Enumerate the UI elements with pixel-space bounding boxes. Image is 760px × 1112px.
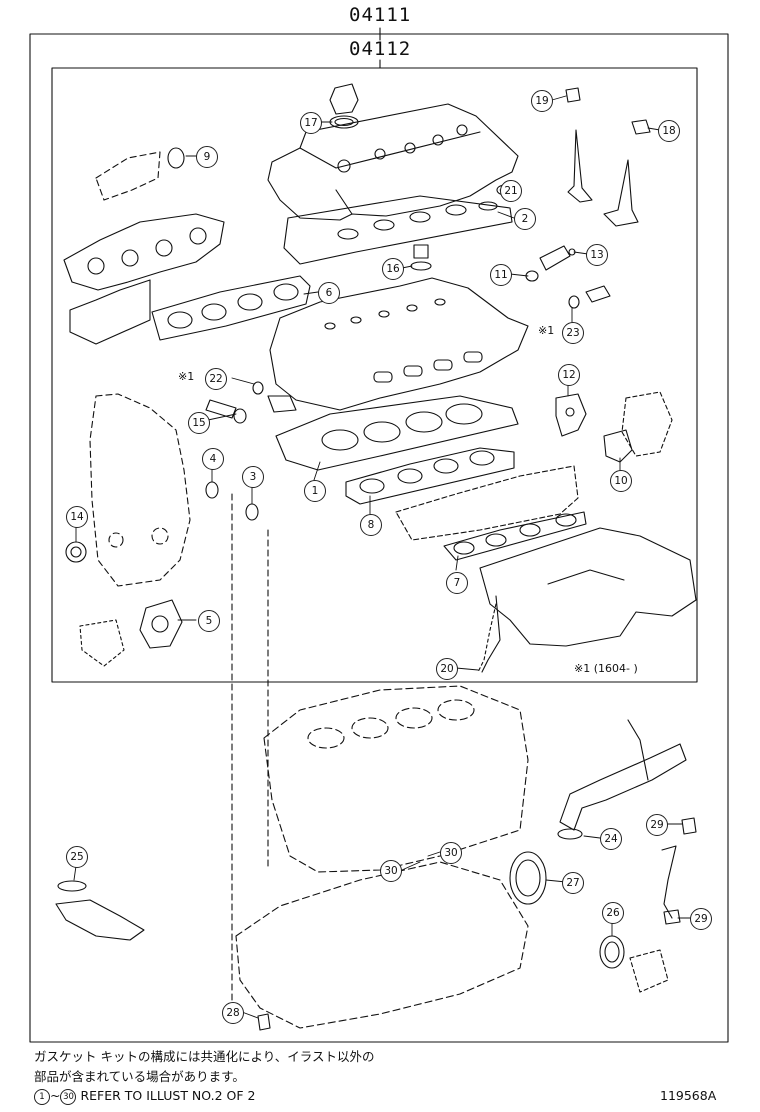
sensor-22 <box>252 381 297 413</box>
callout-3[interactable]: 3 <box>242 466 264 488</box>
callout-15[interactable]: 15 <box>188 412 210 434</box>
hose-29 <box>661 845 677 919</box>
footer-japanese-line1: ガスケット キットの構成には共通化により、イラスト以外の <box>34 1049 375 1064</box>
outer-kit-frame <box>29 33 729 1043</box>
drain-plug-28 <box>257 1013 271 1031</box>
seal-14 <box>65 541 87 563</box>
callout-30-right[interactable]: 30 <box>440 842 462 864</box>
callout-10[interactable]: 10 <box>610 470 632 492</box>
callout-30-left[interactable]: 30 <box>380 860 402 882</box>
oil-pan <box>235 861 529 1029</box>
callout-4[interactable]: 4 <box>202 448 224 470</box>
illustration-number: 119568A <box>660 1088 717 1103</box>
pump-left <box>79 619 125 667</box>
sensor-23 <box>568 285 611 309</box>
callout-18[interactable]: 18 <box>658 120 680 142</box>
intake-manifold <box>479 527 697 673</box>
callout-6[interactable]: 6 <box>318 282 340 304</box>
timing-chain-cover <box>89 393 191 587</box>
valve-left <box>567 129 593 203</box>
callout-14[interactable]: 14 <box>66 506 88 528</box>
water-bypass-pipe <box>557 719 687 840</box>
cylinder-head <box>269 277 529 411</box>
callout-23[interactable]: 23 <box>562 322 584 344</box>
valve-nut-18 <box>631 119 651 135</box>
callout-1[interactable]: 1 <box>304 480 326 502</box>
callout-9[interactable]: 9 <box>196 146 218 168</box>
callout-13[interactable]: 13 <box>586 244 608 266</box>
callout-12[interactable]: 12 <box>558 364 580 386</box>
callout-22[interactable]: 22 <box>205 368 227 390</box>
oil-filler-cap <box>329 83 359 129</box>
callout-29-lower[interactable]: 29 <box>690 908 712 930</box>
bracket-25 <box>55 880 145 941</box>
callout-25[interactable]: 25 <box>66 846 88 868</box>
intake-pipe-9 <box>95 147 185 201</box>
callout-17[interactable]: 17 <box>300 112 322 134</box>
callout-2[interactable]: 2 <box>514 208 536 230</box>
rear-oil-seal-27 <box>509 851 547 905</box>
head-cover-gasket <box>283 195 513 265</box>
fuel-injector <box>525 245 576 282</box>
footer-japanese-line2: 部品が含まれている場合があります。 <box>34 1069 245 1084</box>
cylinder-head-cover <box>267 103 519 221</box>
inner-kit-code: 04112 <box>349 38 412 60</box>
callout-21[interactable]: 21 <box>500 180 522 202</box>
valve-right <box>603 159 639 227</box>
ref-tilde: ~ <box>50 1088 61 1103</box>
range-note: ※1 (1604- ) <box>574 662 638 675</box>
ref-end-circle: 30 <box>60 1088 77 1105</box>
water-pump-cover <box>621 391 673 457</box>
valve-nut-19 <box>565 87 581 103</box>
callout-7[interactable]: 7 <box>446 572 468 594</box>
outer-kit-code: 04111 <box>349 4 412 26</box>
leader-lines <box>73 95 691 1019</box>
water-outlet <box>629 949 669 993</box>
gasket-5 <box>139 599 183 649</box>
callout-29-upper[interactable]: 29 <box>646 814 668 836</box>
hose-20 <box>477 603 497 673</box>
sensor-15 <box>205 399 247 424</box>
callout-11[interactable]: 11 <box>490 264 512 286</box>
callout-8[interactable]: 8 <box>360 514 382 536</box>
exhaust-manifold-gasket <box>151 275 311 341</box>
ref-text: REFER TO ILLUST NO.2 OF 2 <box>80 1088 256 1103</box>
callout-19[interactable]: 19 <box>531 90 553 112</box>
intake-insulator <box>395 465 579 541</box>
bracket-12 <box>555 393 587 437</box>
callout-28[interactable]: 28 <box>222 1002 244 1024</box>
plug-29b <box>663 909 681 925</box>
callout-27[interactable]: 27 <box>562 872 584 894</box>
front-oil-seal-26 <box>599 935 625 969</box>
ref-start-circle: 1 <box>34 1088 50 1105</box>
intake-manifold-gasket-7 <box>443 511 587 561</box>
exhaust-manifold <box>63 213 225 345</box>
note-mark-23: ※1 <box>538 324 555 337</box>
gasket-10 <box>603 429 633 463</box>
plug-gasket-16 <box>410 244 432 271</box>
callout-26[interactable]: 26 <box>602 902 624 924</box>
callout-16[interactable]: 16 <box>382 258 404 280</box>
intake-manifold-gasket-8 <box>345 447 515 505</box>
cylinder-head-gasket <box>275 395 519 471</box>
callout-20[interactable]: 20 <box>436 658 458 680</box>
inner-kit-frame <box>51 67 698 683</box>
cylinder-block <box>263 685 529 873</box>
note-mark-22: ※1 <box>178 370 195 383</box>
callout-24[interactable]: 24 <box>600 828 622 850</box>
plug-29a <box>681 817 697 835</box>
footer-reference: 1~30 REFER TO ILLUST NO.2 OF 2 <box>34 1088 255 1105</box>
callout-5[interactable]: 5 <box>198 610 220 632</box>
